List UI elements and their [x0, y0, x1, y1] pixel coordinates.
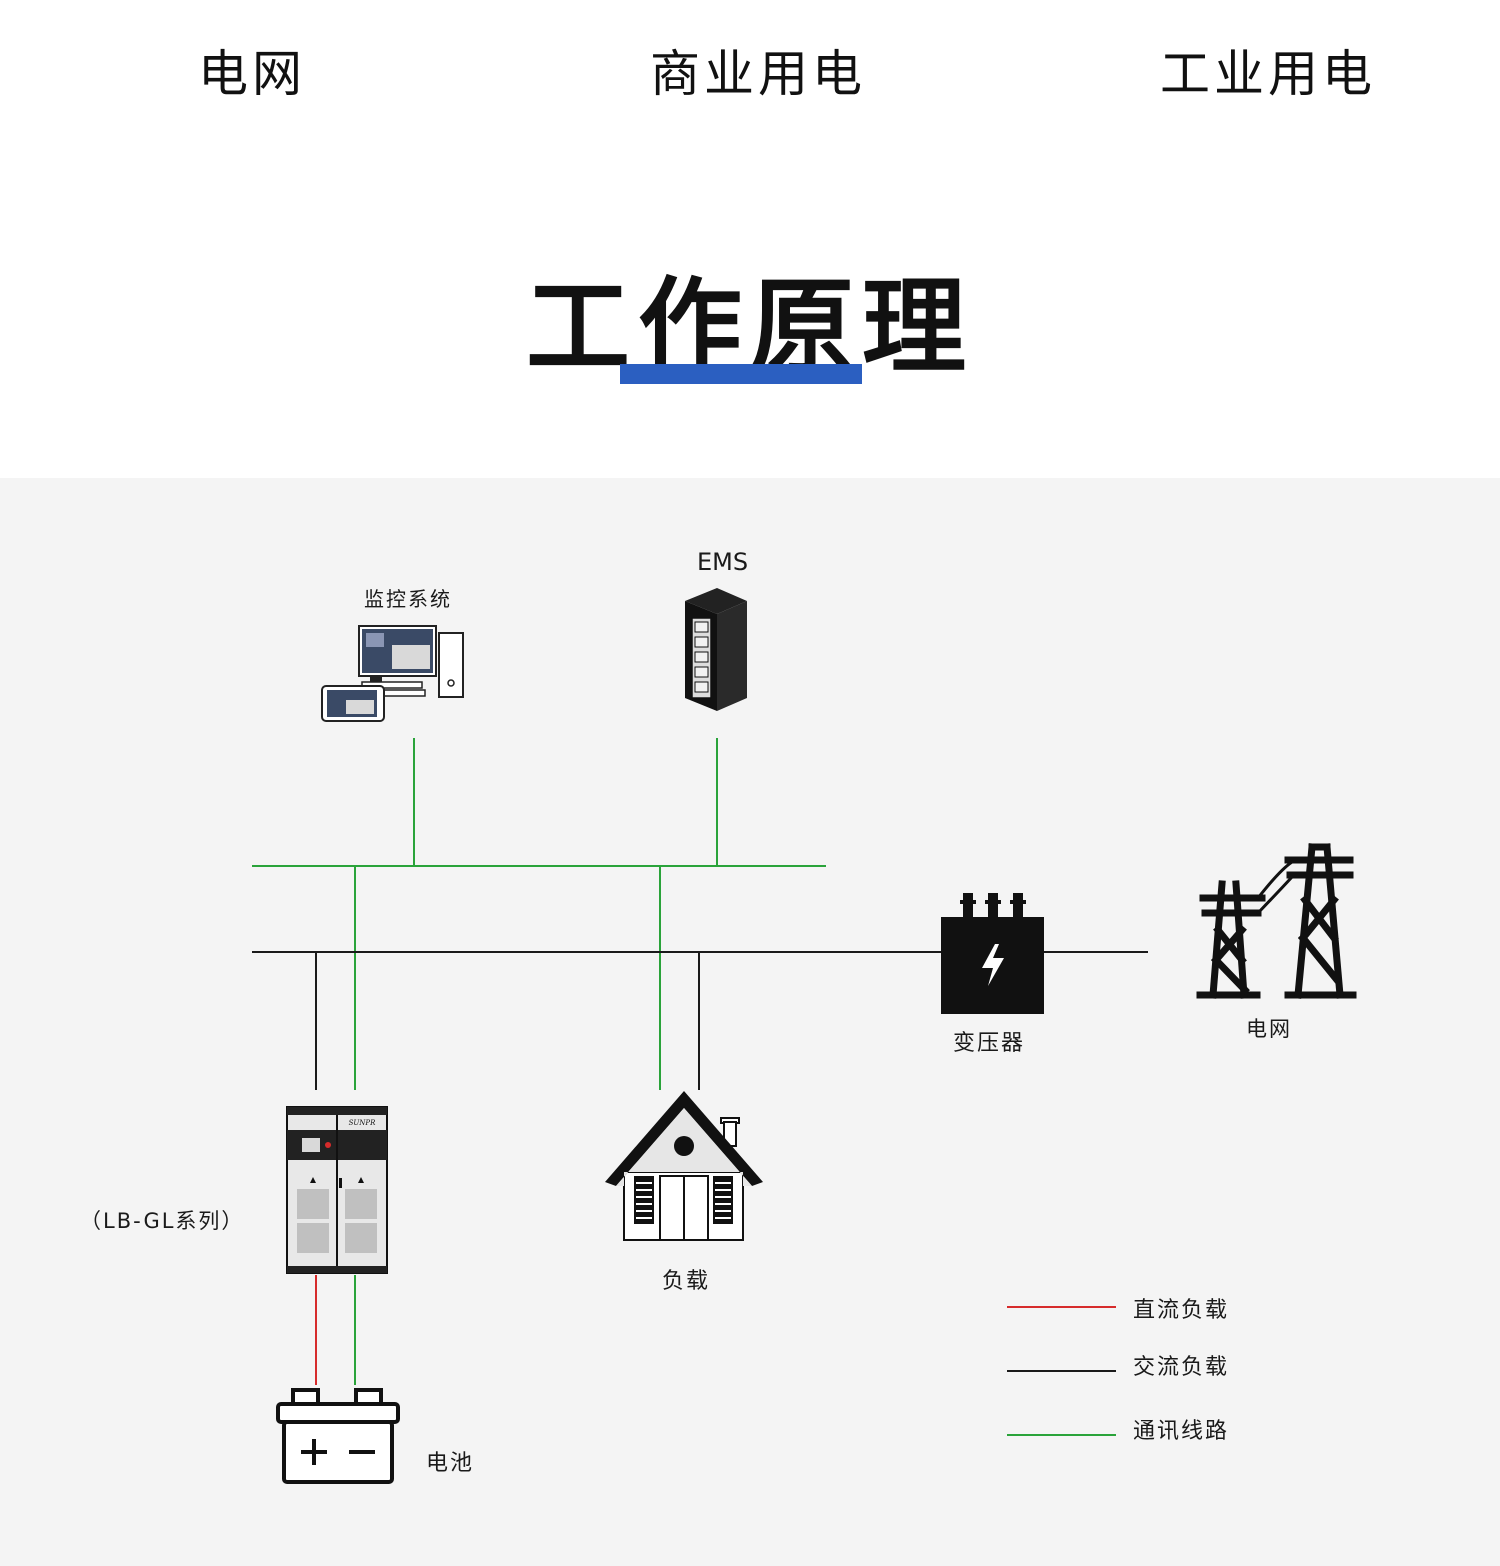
label-grid: 电网 — [1246, 1017, 1292, 1041]
nav-item-commercial[interactable]: 商业用电 — [650, 45, 866, 103]
legend-label-ac: 交流负载 — [1133, 1355, 1230, 1380]
legend-label-comm: 通讯线路 — [1133, 1419, 1230, 1444]
comm-lines — [252, 738, 826, 1385]
label-transformer: 变压器 — [953, 1031, 1026, 1056]
legend-lines — [1007, 1306, 1116, 1436]
label-battery: 电池 — [426, 1451, 475, 1476]
title-underline — [620, 364, 862, 384]
label-pcs-series: （LB-GL系列） — [80, 1209, 245, 1233]
transformer-icon — [941, 893, 1044, 1014]
pcs-cabinet-icon: SUNPR — [286, 1106, 388, 1274]
house-load-icon — [605, 1091, 763, 1241]
label-ems: EMS — [697, 548, 749, 576]
battery-icon — [276, 1388, 400, 1484]
pcs-brand-text: SUNPR — [349, 1119, 377, 1127]
monitor-icon — [321, 625, 464, 722]
label-monitoring-system: 监控系统 — [364, 587, 452, 611]
nav-item-industrial[interactable]: 工业用电 — [1160, 45, 1376, 103]
legend-label-dc: 直流负载 — [1133, 1298, 1230, 1323]
label-load: 负载 — [662, 1269, 711, 1294]
top-nav: 电网 商业用电 工业用电 — [0, 0, 1500, 130]
diagram-panel — [0, 478, 1500, 1566]
grid-tower-icon — [1196, 843, 1357, 999]
ems-cabinet-icon — [685, 588, 747, 711]
nav-item-grid[interactable]: 电网 — [198, 45, 306, 103]
